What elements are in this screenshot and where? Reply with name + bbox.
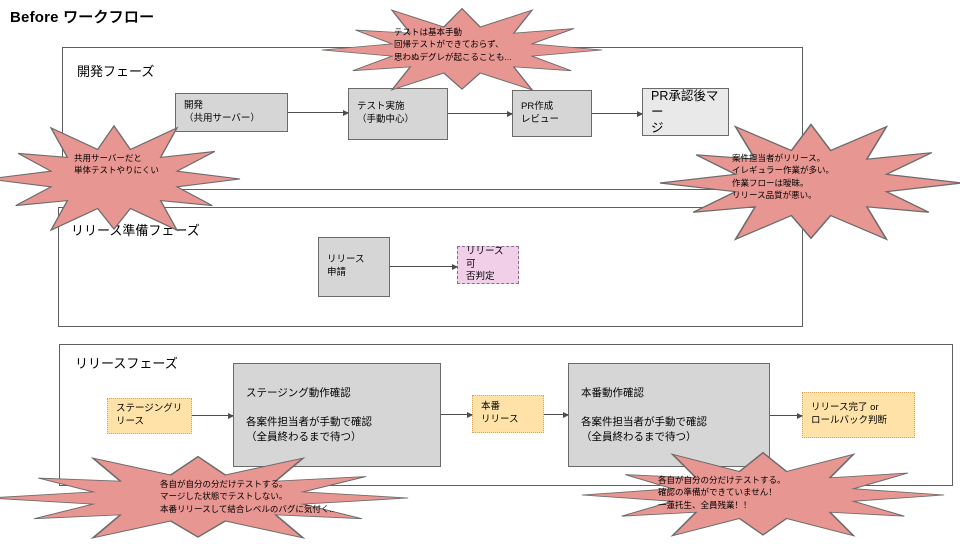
- node-release-request[interactable]: リリース 申請: [318, 237, 390, 297]
- callout-everyone-overtime[interactable]: 各自が自分の分だけテストする。 確認の準備ができていません！ 一蓮托生、全員残業…: [581, 448, 945, 542]
- node-test-execution[interactable]: テスト実施 （手動中心）: [348, 88, 448, 140]
- node-staging-check[interactable]: ステージング動作確認 各案件担当者が手動で確認 （全員終わるまで待つ）: [233, 363, 441, 467]
- release-phase-label: リリースフェーズ: [75, 356, 178, 371]
- explosion-shape: [0, 124, 241, 232]
- arrow-staging-release-to-check: [192, 412, 234, 419]
- explosion-shape: [581, 451, 945, 537]
- node-production-check[interactable]: 本番動作確認 各案件担当者が手動で確認 （全員終わるまで待つ）: [568, 363, 770, 467]
- arrow-develop-to-test: [288, 109, 349, 116]
- node-release-judgement[interactable]: リリース可 否判定: [457, 246, 519, 284]
- callout-text: 各自が自分の分だけテストする。 確認の準備ができていません！ 一蓮托生、全員残業…: [658, 475, 786, 510]
- callout-text: 各自が自分の分だけテストする。 マージした状態でテストしない。 本番リリースして…: [160, 479, 335, 514]
- arrow-test-to-pr: [448, 110, 513, 117]
- explosion-shape: [321, 7, 603, 91]
- dev-phase-label: 開発フェーズ: [77, 64, 155, 79]
- page-title: Before ワークフロー: [10, 9, 155, 26]
- node-develop[interactable]: 開発 （共用サーバー）: [175, 93, 288, 132]
- arrow-prod-check-to-done: [770, 412, 803, 419]
- callout-manual-test-risk[interactable]: テストは基本手動 回帰テストができておらず、 思わぬデグレが起こることも...: [321, 4, 603, 96]
- node-pr-merge[interactable]: PR承認後マー ジ: [642, 88, 729, 136]
- callout-shared-server-issue[interactable]: 共用サーバーだと 単体テストやりにくい: [0, 120, 241, 238]
- arrow-prod-release-to-check: [544, 411, 569, 418]
- release-prep-phase-label: リリース準備フェーズ: [71, 223, 200, 238]
- callout-release-quality-issue[interactable]: 案件担当者がリリース。 イレギュラー作業が多い。 作業フローは曖昧。 リリース品…: [659, 118, 960, 248]
- container-release-prep-phase[interactable]: リリース準備フェーズ: [58, 207, 803, 327]
- callout-no-merge-testing[interactable]: 各自が自分の分だけテストする。 マージした状態でテストしない。 本番リリースして…: [0, 452, 409, 544]
- arrow-pr-to-merge: [592, 110, 643, 117]
- container-release-phase[interactable]: リリースフェーズ: [59, 344, 953, 486]
- node-staging-release[interactable]: ステージングリ リース: [107, 398, 192, 434]
- node-pr-review[interactable]: PR作成 レビュー: [512, 90, 592, 137]
- arrow-staging-check-to-prod-release: [441, 411, 473, 418]
- callout-text: 案件担当者がリリース。 イレギュラー作業が多い。 作業フローは曖昧。 リリース品…: [732, 153, 835, 200]
- node-production-release[interactable]: 本番 リリース: [472, 395, 544, 433]
- callout-text: 共用サーバーだと 単体テストやりにくい: [74, 153, 159, 176]
- callout-text: テストは基本手動 回帰テストができておらず、 思わぬデグレが起こることも...: [394, 27, 512, 62]
- node-release-done[interactable]: リリース完了 or ロールバック判断: [802, 392, 915, 438]
- arrow-request-to-judgement: [390, 263, 458, 270]
- explosion-shape: [659, 123, 960, 241]
- explosion-shape: [0, 455, 409, 539]
